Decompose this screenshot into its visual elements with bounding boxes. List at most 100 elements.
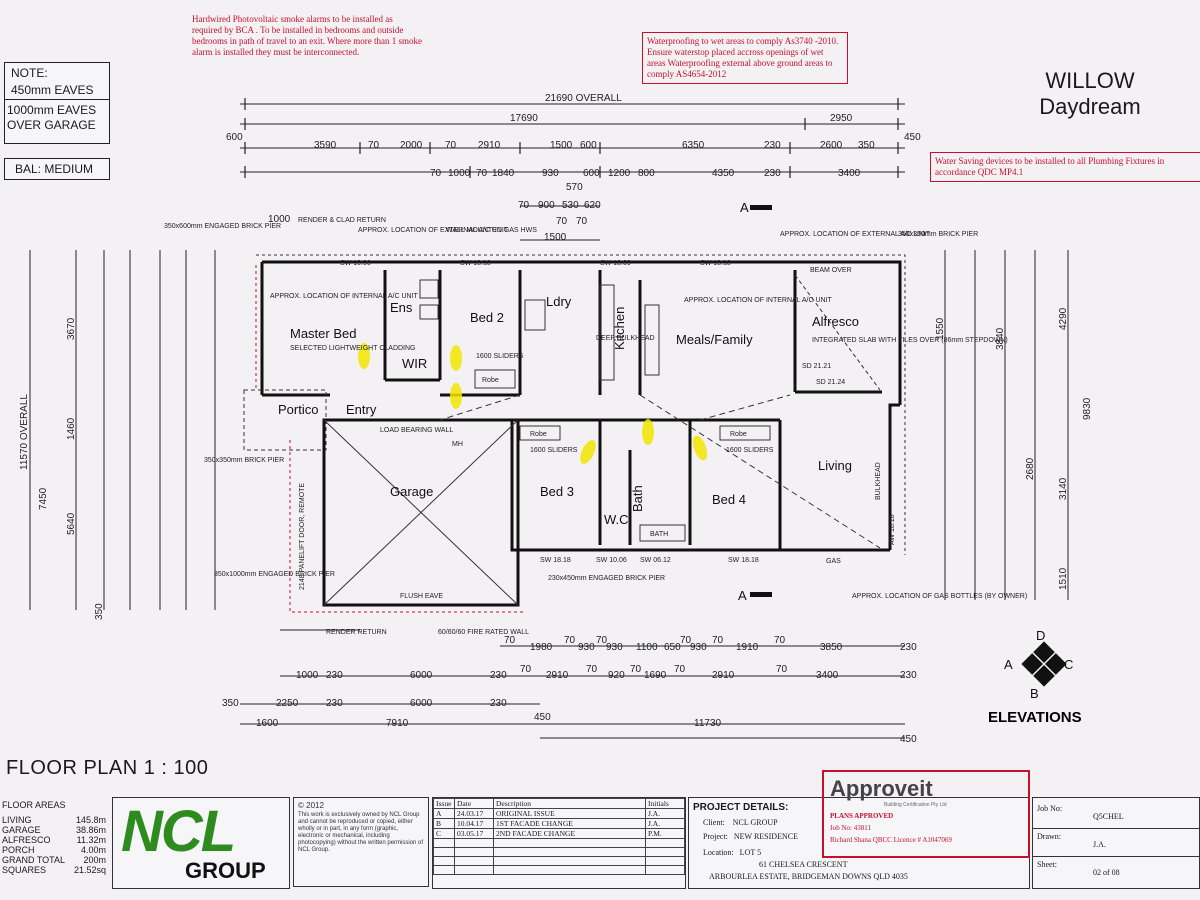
approval-stamp: Approveit Building Certification Pty Ltd… <box>822 770 1030 858</box>
dim-b4-0: 1600 <box>256 718 279 729</box>
label-beam-over: BEAM OVER <box>810 267 852 274</box>
room-meals-family: Meals/Family <box>676 332 753 347</box>
dim-row3-5: 1500 <box>550 140 573 151</box>
location-row: Location: LOT 5 <box>703 848 761 857</box>
dim-right-4290: 4290 <box>1058 307 1069 330</box>
drawn-label: Drawn: <box>1037 832 1061 841</box>
dim-b2-7: 920 <box>608 670 625 681</box>
label-brick-pier-1: 350x600mm ENGAGED BRICK PIER <box>164 223 281 230</box>
dim-b1-5: 930 <box>606 642 623 653</box>
ncl-group-logo: NCL GROUP <box>112 797 290 889</box>
dim-b1-3: 930 <box>578 642 595 653</box>
room-bed3: Bed 3 <box>540 484 574 499</box>
revision-header-row: Issue Date Description Initials <box>433 798 685 809</box>
label-gas-hws: WALL MOUNTED GAS HWS <box>446 227 537 234</box>
dim-17690: 17690 <box>510 113 538 124</box>
dim-1500: 1500 <box>544 232 567 243</box>
job-value: Q5CHEL <box>1093 812 1124 821</box>
dim-row5-3: 620 <box>584 200 601 211</box>
label-render-clad-return: RENDER & CLAD RETURN <box>298 217 386 224</box>
label-mh: MH <box>452 441 463 448</box>
dim-b2-12: 70 <box>776 664 788 675</box>
approveit-tagline: Building Certification Pty Ltd <box>884 802 947 808</box>
sheet-value: 02 of 08 <box>1093 868 1120 877</box>
dim-row3-6: 600 <box>580 140 597 151</box>
elevation-c: C <box>1064 657 1073 672</box>
dim-row4-10: 3400 <box>838 168 861 179</box>
dim-row3-10: 350 <box>858 140 875 151</box>
dim-row4-8: 4350 <box>712 168 735 179</box>
area-label: GARAGE <box>2 825 41 835</box>
client-row: Client: NCL GROUP <box>703 818 778 827</box>
label-sw1818: SW 18.18 <box>460 260 491 267</box>
dim-row4-2: 70 <box>476 168 488 179</box>
revision-cell: 2ND FACADE CHANGE <box>493 828 646 839</box>
dim-row4-4: 930 <box>542 168 559 179</box>
area-label: SQUARES <box>2 865 47 875</box>
room-kitchen: Kitchen <box>612 307 627 350</box>
dim-600: 600 <box>226 132 243 143</box>
room-ens: Ens <box>390 300 413 315</box>
area-value: 38.86m <box>75 825 106 835</box>
job-label: Job No: <box>1037 804 1063 813</box>
dim-b3-3: 6000 <box>410 698 433 709</box>
dim-row4-7: 800 <box>638 168 655 179</box>
room-wir: WIR <box>402 356 427 371</box>
dim-b2-8: 70 <box>630 664 642 675</box>
eaves-note-box: NOTE: 450mm EAVES 1000mm EAVES OVER GARA… <box>4 62 110 144</box>
revision-cell: P.M. <box>645 828 685 839</box>
project-label: Project: <box>703 832 728 841</box>
label-brick-pier-3: 350x350mm BRICK PIER <box>204 457 284 464</box>
revision-cell: ORIGINAL ISSUE <box>493 808 646 819</box>
label-sw1818c: SW 18.18 <box>540 557 571 564</box>
label-lightweight-cladding: SELECTED LIGHTWEIGHT CLADDING <box>290 345 416 352</box>
area-label: PORCH <box>2 845 35 855</box>
revision-row: B 10.04.17 1ST FACADE CHANGE J.A. <box>433 818 685 829</box>
dim-row5-5: 70 <box>576 216 588 227</box>
label-int-ac-2: APPROX. LOCATION OF INTERNAL A/C UNIT <box>684 297 833 304</box>
dim-row3-1: 70 <box>368 140 380 151</box>
dim-b3-1: 2250 <box>276 698 299 709</box>
dim-b2-1: 230 <box>326 670 343 681</box>
revision-cell: J.A. <box>645 818 685 829</box>
dim-right-2680: 2680 <box>1025 457 1036 480</box>
revision-cell: B <box>433 818 455 829</box>
dim-b1-13: 3850 <box>820 642 843 653</box>
room-bed4: Bed 4 <box>712 492 746 507</box>
dim-b1-6: 1100 <box>636 642 658 653</box>
dim-left-350: 350 <box>94 603 105 620</box>
revision-cell: C <box>433 828 455 839</box>
label-sw1818d: SW 18.18 <box>728 557 759 564</box>
dim-left-1460: 1460 <box>66 417 77 440</box>
dim-overall-top: 21690 OVERALL <box>545 93 622 104</box>
dim-row5-0: 70 <box>518 200 530 211</box>
room-living: Living <box>818 458 852 473</box>
dim-row5-2: 530 <box>562 200 579 211</box>
label-robe-bed4: Robe <box>730 431 747 438</box>
label-gas-bottles: APPROX. LOCATION OF GAS BOTTLES (BY OWNE… <box>852 593 1027 600</box>
dim-row3-2: 2000 <box>400 140 423 151</box>
floor-plan-scale-label: FLOOR PLAN 1 : 100 <box>6 757 209 779</box>
label-load-bearing-wall: LOAD BEARING WALL <box>380 427 453 434</box>
elevation-a: A <box>1004 657 1013 672</box>
project-details: PROJECT DETAILS: Client: NCL GROUP Proje… <box>688 797 1030 889</box>
label-alfresco-slab: INTEGRATED SLAB WITH TILES OVER (86mm ST… <box>812 337 1008 344</box>
drawn-value: J.A. <box>1093 840 1106 849</box>
label-sw0612: SW 06.12 <box>640 557 671 564</box>
dim-left-overall: 11570 OVERALL <box>19 394 30 470</box>
area-value: 145.8m <box>75 815 106 825</box>
label-brick-pier-4: 350x1000mm ENGAGED BRICK PIER <box>214 571 335 578</box>
elevation-b: B <box>1030 686 1039 701</box>
room-garage: Garage <box>390 484 433 499</box>
approval-line-1: PLANS APPROVED <box>830 812 894 820</box>
address-line-1: 61 CHELSEA CRESCENT <box>759 860 848 869</box>
dim-row4-3: 1840 <box>492 168 515 179</box>
dim-right-9830: 9830 <box>1082 397 1093 420</box>
dim-right-3140: 3140 <box>1058 477 1069 500</box>
area-value: 11.32m <box>76 835 106 845</box>
label-panelift: 2148 PANELIFT DOOR, REMOTE <box>299 483 306 590</box>
dim-b2-11: 2910 <box>712 670 735 681</box>
dim-b1-2: 70 <box>564 635 576 646</box>
